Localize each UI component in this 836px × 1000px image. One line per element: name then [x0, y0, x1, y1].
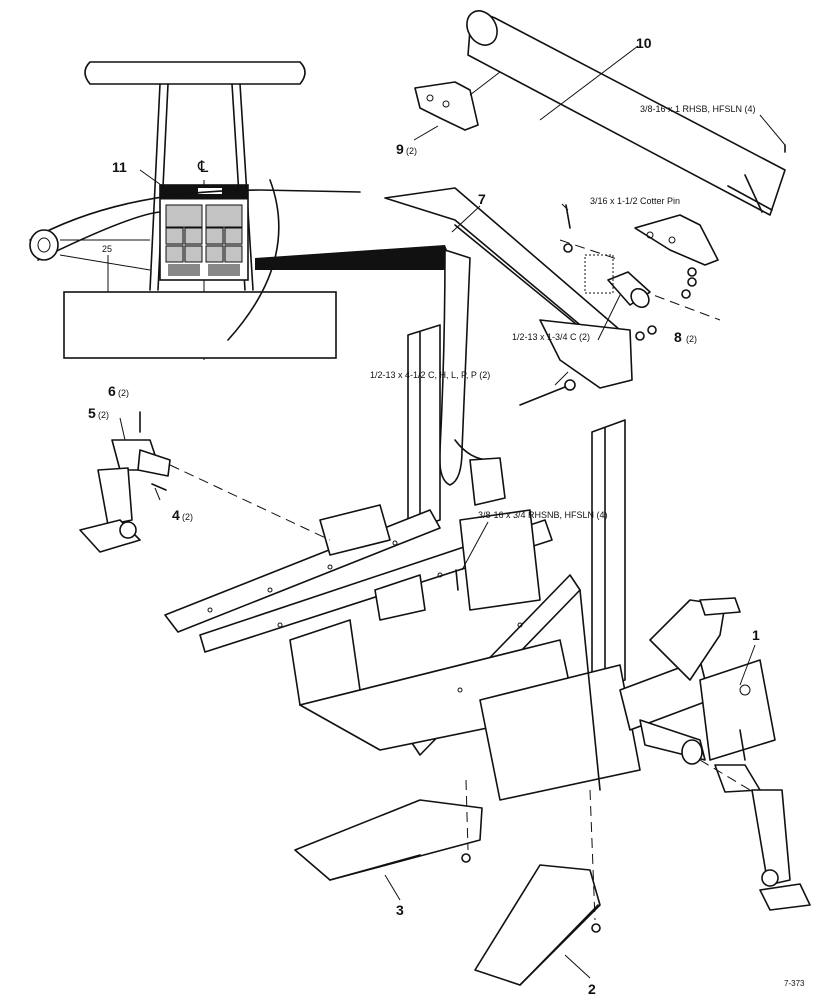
hardware-bolts: [455, 144, 786, 591]
stand-jack-right: [699, 729, 811, 911]
label-bolt-rhsb: 3/8-16 x 1 RHSB, HFSLN (4): [640, 104, 756, 114]
callout-4: 4: [172, 507, 180, 523]
label-bolt-chlpp: 1/2-13 x 4-1/2 C, H, L, P, P (2): [370, 370, 490, 380]
callout-6: 6: [108, 383, 116, 399]
callout-8: 8: [674, 329, 682, 345]
callout-2: 2: [588, 981, 596, 997]
callout-5-qty: (2): [98, 410, 109, 420]
part-2-shield: [474, 789, 601, 986]
label-bolt-rhsnb: 3/8-16 x 3/4 RHSNB, HFSLN (4): [478, 510, 608, 520]
figure-code: 7-373: [784, 979, 805, 988]
callout-3: 3: [396, 902, 404, 918]
label-cotter-pin: 3/16 x 1-1/2 Cotter Pin: [590, 196, 680, 206]
inset-detail: ℄ 25: [29, 61, 455, 360]
main-frame: [164, 319, 776, 801]
callout-9: 9: [396, 141, 404, 157]
part-10-roller-tube: [466, 10, 786, 216]
callout-8-qty: (2): [686, 334, 697, 344]
callout-5: 5: [88, 405, 96, 421]
callout-9-qty: (2): [406, 146, 417, 156]
callouts: 1 2 3 4 (2) 5 (2) 6 (2) 7 8 (2) 9 (2) 10…: [88, 35, 760, 997]
hardware-labels: 3/8-16 x 1 RHSB, HFSLN (4) 3/16 x 1-1/2 …: [370, 104, 756, 520]
label-bolt-c: 1/2-13 x 1-3/4 C (2): [512, 332, 590, 342]
callout-11: 11: [112, 159, 127, 175]
part-9-bracket: [414, 71, 501, 131]
callout-1: 1: [752, 627, 760, 643]
callout-10: 10: [636, 35, 652, 51]
part-bracket-right: [559, 204, 721, 341]
part-5-stand-jack-left: [79, 411, 331, 553]
centerline-symbol: ℄: [197, 157, 209, 176]
callout-6-qty: (2): [118, 388, 129, 398]
callout-7: 7: [478, 191, 486, 207]
decal-panel-icon: [159, 184, 249, 281]
callout-4-qty: (2): [182, 512, 193, 522]
part-3-shield: [294, 779, 483, 881]
leader-lines: [119, 45, 786, 979]
dimension-25: 25: [102, 244, 112, 254]
